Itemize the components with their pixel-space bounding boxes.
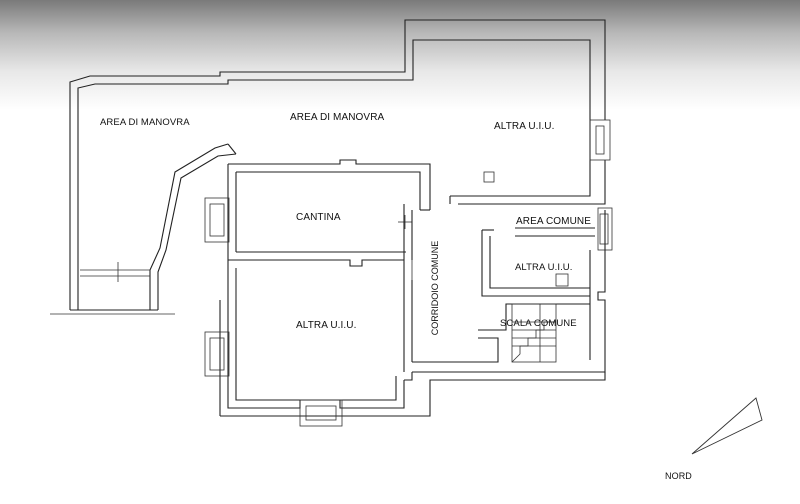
- label-altra-uiu-top-right: ALTRA U.I.U.: [494, 121, 555, 132]
- label-area-manovra-left: AREA DI MANOVRA: [100, 117, 190, 128]
- stair-walls: [412, 303, 590, 363]
- label-altra-uiu-small: ALTRA U.I.U.: [515, 262, 573, 273]
- compass-arrow: [691, 397, 763, 455]
- label-cantina: CANTINA: [296, 212, 341, 223]
- label-area-manovra-center: AREA DI MANOVRA: [290, 112, 385, 123]
- cantina-walls: [204, 159, 431, 267]
- label-corridoio-comune: CORRIDOIO COMUNE: [430, 240, 440, 336]
- bottom-unit-walls: [204, 260, 606, 427]
- label-altra-uiu-bottom: ALTRA U.I.U.: [296, 320, 357, 331]
- label-nord: NORD: [665, 471, 692, 481]
- marker-square: [483, 171, 495, 183]
- small-unit-walls: [481, 227, 595, 297]
- label-scala-comune: SCALA COMUNE: [500, 318, 577, 329]
- top-shade: [0, 0, 800, 110]
- diagonal-wall: [50, 143, 237, 315]
- label-area-comune: AREA COMUNE: [516, 216, 592, 227]
- corridor-walls: [403, 196, 451, 372]
- outer-wall-north: [69, 19, 606, 310]
